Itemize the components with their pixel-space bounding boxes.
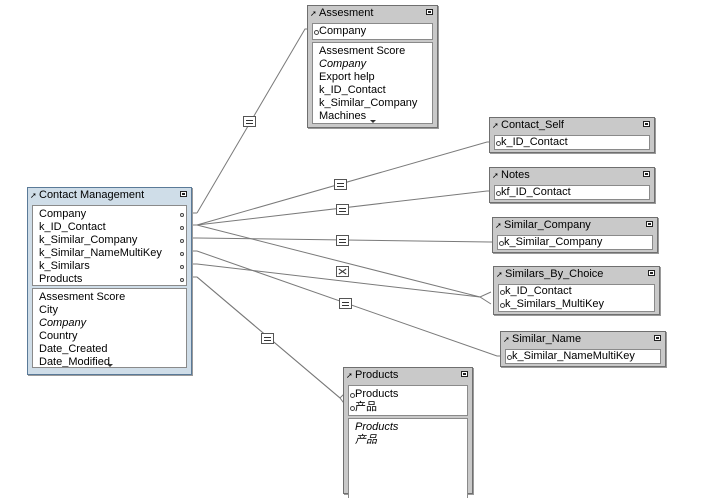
field-row[interactable]: Date_Modified: [39, 356, 110, 368]
scroll-down-icon[interactable]: [106, 364, 113, 367]
field-row[interactable]: k_Similar_NameMultiKey: [33, 247, 186, 260]
link-similars-by-choice-2: [196, 263, 492, 305]
field-row[interactable]: Machines: [319, 110, 367, 122]
collapse-icon[interactable]: [654, 335, 661, 341]
table-title: Similar_Company: [504, 219, 591, 231]
relation-equals-icon[interactable]: [261, 333, 274, 344]
field-row[interactable]: kf_ID_Contact: [495, 186, 649, 199]
field-row[interactable]: Date_Created: [39, 343, 108, 355]
other-fields[interactable]: Products 产品: [348, 418, 468, 498]
field-row[interactable]: 产品: [349, 401, 467, 414]
table-assesment[interactable]: ➚ Assesment Company Assesment Score Comp…: [307, 5, 438, 128]
pin-icon: ➚: [495, 221, 502, 230]
field-row[interactable]: k_ID_Contact: [495, 136, 649, 149]
field-row[interactable]: k_Similar_Company: [319, 97, 418, 109]
collapse-icon[interactable]: [180, 191, 187, 197]
key-fields: kf_ID_Contact: [494, 185, 650, 200]
collapse-icon[interactable]: [648, 270, 655, 276]
table-header[interactable]: ➚ Similar_Company: [493, 218, 657, 233]
table-products[interactable]: ➚ Products Products 产品 Products 产品: [343, 367, 473, 498]
table-header[interactable]: ➚ Products: [344, 368, 472, 383]
field-row[interactable]: k_Similars_MultiKey: [499, 298, 654, 311]
table-header[interactable]: ➚ Contact_Self: [490, 118, 654, 133]
relation-equals-icon[interactable]: [339, 298, 352, 309]
table-similars-by-choice[interactable]: ➚ Similars_By_Choice k_ID_Contact k_Simi…: [493, 266, 660, 315]
table-header[interactable]: ➚ Contact Management: [28, 188, 191, 203]
field-row[interactable]: k_Similars: [33, 260, 186, 273]
table-title: Contact Management: [39, 189, 145, 201]
field-row[interactable]: k_ID_Contact: [319, 84, 386, 96]
field-row[interactable]: Products: [355, 421, 399, 433]
table-title: Assesment: [319, 7, 374, 19]
relation-equals-icon[interactable]: [334, 179, 347, 190]
field-row[interactable]: Company: [33, 208, 186, 221]
field-row[interactable]: 产品: [355, 434, 377, 446]
pin-icon: ➚: [492, 171, 499, 180]
field-row[interactable]: k_ID_Contact: [33, 221, 186, 234]
field-row[interactable]: City: [39, 304, 58, 316]
field-row[interactable]: k_Similar_NameMultiKey: [506, 350, 660, 363]
table-title: Notes: [501, 169, 530, 181]
field-row[interactable]: k_ID_Contact: [499, 285, 654, 298]
field-row[interactable]: k_Similar_Company: [33, 234, 186, 247]
pin-icon: ➚: [492, 121, 499, 130]
collapse-icon[interactable]: [461, 371, 468, 377]
other-fields[interactable]: Assesment Score Company Export help k_ID…: [312, 42, 433, 124]
table-header[interactable]: ➚ Similars_By_Choice: [494, 267, 659, 282]
other-fields[interactable]: Assesment Score City Company Country Dat…: [32, 288, 187, 368]
table-header[interactable]: ➚ Similar_Name: [501, 332, 665, 347]
key-fields: k_Similar_Company: [497, 235, 653, 250]
pin-icon: ➚: [496, 270, 503, 279]
key-fields: k_ID_Contact k_Similars_MultiKey: [498, 284, 655, 312]
relation-equals-icon[interactable]: [336, 204, 349, 215]
table-similar-company[interactable]: ➚ Similar_Company k_Similar_Company: [492, 217, 658, 253]
field-row[interactable]: Country: [39, 330, 78, 342]
collapse-icon[interactable]: [643, 121, 650, 127]
scroll-down-icon[interactable]: [369, 120, 376, 123]
table-similar-name[interactable]: ➚ Similar_Name k_Similar_NameMultiKey: [500, 331, 666, 367]
collapse-icon[interactable]: [646, 221, 653, 227]
table-contact-self[interactable]: ➚ Contact_Self k_ID_Contact: [489, 117, 655, 153]
collapse-icon[interactable]: [643, 171, 650, 177]
relation-cartesian-icon[interactable]: [336, 266, 349, 277]
relation-equals-icon[interactable]: [243, 116, 256, 127]
pin-icon: ➚: [310, 9, 317, 18]
table-contact-management[interactable]: ➚ Contact Management Company k_ID_Contac…: [27, 187, 192, 375]
field-row[interactable]: Products: [349, 388, 467, 401]
table-title: Similar_Name: [512, 333, 582, 345]
table-notes[interactable]: ➚ Notes kf_ID_Contact: [489, 167, 655, 203]
field-row[interactable]: Assesment Score: [319, 45, 406, 57]
field-row[interactable]: Assesment Score: [39, 291, 126, 303]
field-row[interactable]: Products: [33, 273, 186, 285]
table-title: Similars_By_Choice: [505, 268, 604, 280]
field-row[interactable]: Company: [39, 317, 87, 329]
pin-icon: ➚: [30, 191, 37, 200]
key-fields: Company: [312, 23, 433, 40]
key-fields: Products 产品: [348, 385, 468, 416]
table-title: Products: [355, 369, 399, 381]
key-fields: k_ID_Contact: [494, 135, 650, 150]
key-fields: k_Similar_NameMultiKey: [505, 349, 661, 364]
field-row[interactable]: Company: [313, 25, 432, 38]
field-row[interactable]: Company: [319, 58, 367, 70]
pin-icon: ➚: [346, 371, 353, 380]
field-row[interactable]: k_Similar_Company: [498, 236, 652, 249]
table-header[interactable]: ➚ Notes: [490, 168, 654, 183]
field-row[interactable]: Export help: [319, 71, 375, 83]
table-title: Contact_Self: [501, 119, 564, 131]
key-fields: Company k_ID_Contact k_Similar_Company k…: [32, 205, 187, 286]
pin-icon: ➚: [503, 335, 510, 344]
relation-equals-icon[interactable]: [336, 235, 349, 246]
table-header[interactable]: ➚ Assesment: [308, 6, 437, 21]
collapse-icon[interactable]: [426, 9, 433, 15]
